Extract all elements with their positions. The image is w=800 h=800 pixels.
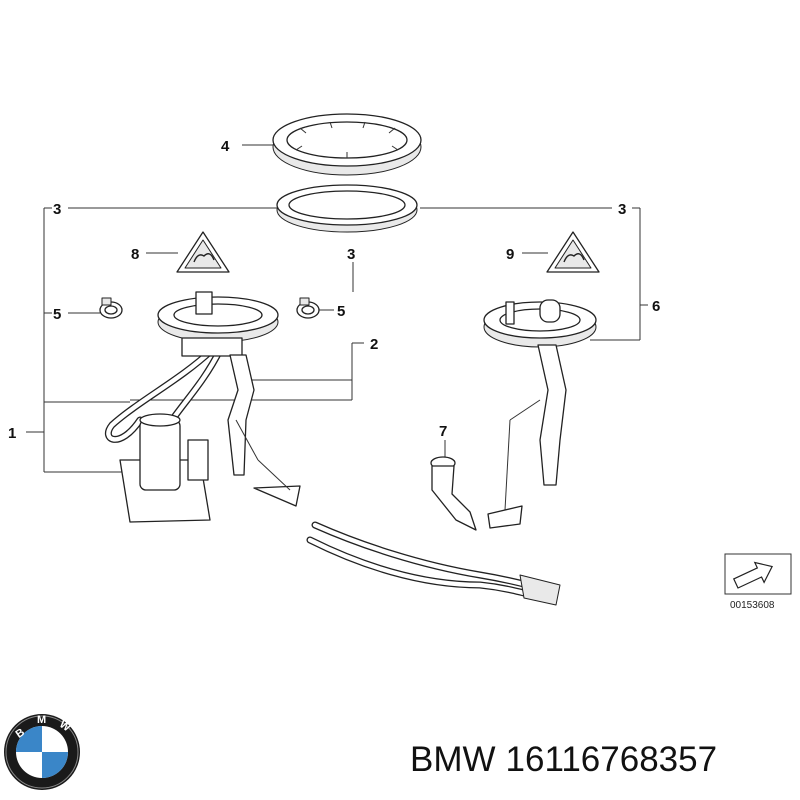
locking-ring: [272, 113, 422, 176]
warning-label-right: [546, 231, 600, 273]
hose-clamp-left: [99, 297, 123, 319]
callout-2: 2: [370, 336, 378, 353]
fuel-pump-assembly: [104, 291, 301, 523]
reference-number: 00153608: [730, 600, 775, 611]
svg-text:M: M: [37, 714, 46, 726]
part-number: 16116768357: [505, 740, 718, 779]
brand-name: BMW: [410, 740, 496, 779]
callout-7: 7: [439, 423, 447, 440]
reference-icon: [724, 553, 792, 595]
suction-jet-pump-line: [306, 456, 561, 606]
callout-3-left: 3: [53, 201, 61, 218]
callout-8: 8: [131, 246, 139, 263]
hose-clamp-right: [296, 297, 320, 319]
callout-3-center: 3: [347, 246, 355, 263]
callout-4: 4: [221, 138, 230, 155]
callout-5-right: 5: [337, 303, 345, 320]
seal-ring: [276, 184, 418, 233]
warning-label-left: [176, 231, 230, 273]
bmw-logo: B M W: [4, 714, 80, 790]
callout-3-right: 3: [618, 201, 626, 218]
callout-6: 6: [652, 298, 660, 315]
callout-9: 9: [506, 246, 514, 263]
callout-5-left: 5: [53, 306, 61, 323]
callout-1: 1: [8, 425, 16, 442]
fuel-level-sender-assembly: [483, 299, 597, 529]
